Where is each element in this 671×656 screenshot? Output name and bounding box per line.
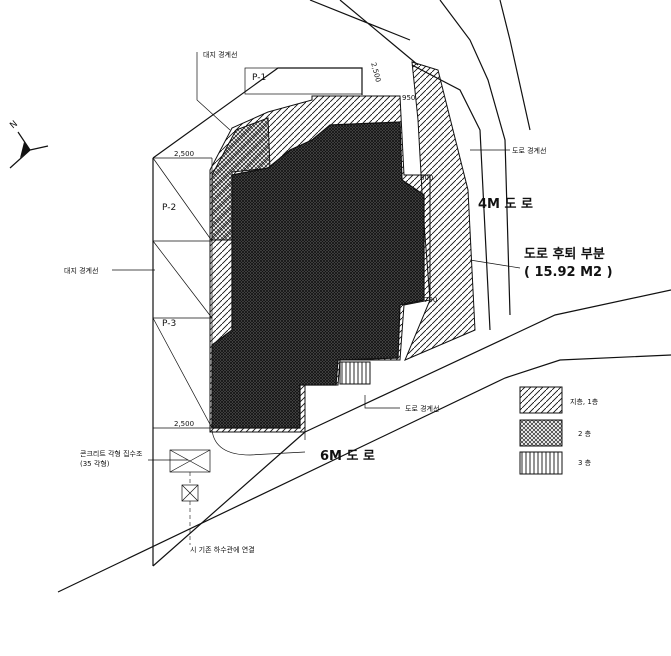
- road-6m-edge-upper: [304, 289, 671, 433]
- legend-swatch-2: [519, 419, 563, 447]
- north-label: N: [8, 119, 20, 131]
- catch-basin-size: (35 각형): [80, 460, 110, 468]
- dimension-bottom: 2,500: [174, 420, 194, 428]
- road-4m-edge-right: [439, 0, 511, 316]
- building-main-block: [211, 121, 425, 429]
- road-6m-edge-lower: [57, 354, 671, 593]
- sewer-connect-label: 시 기존 하수관에 연결: [190, 545, 255, 554]
- dimension-c: 790: [424, 296, 437, 304]
- road-boundary-label-bottom: 도로 경계선: [405, 404, 439, 413]
- legend: 지층, 1층 2 층 3 층: [519, 386, 599, 475]
- legend-swatch-1: [519, 386, 563, 414]
- dimension-a: 950: [402, 94, 415, 102]
- parking-label-2: P-2: [162, 203, 176, 213]
- legend-label-1: 지층, 1층: [570, 397, 599, 406]
- legend-label-2: 2 층: [578, 429, 592, 438]
- driveway-curve: [211, 429, 306, 456]
- road-4m-edge-far: [499, 0, 531, 131]
- road-6m-label: 6M 도 로: [320, 449, 375, 464]
- setback-area: ( 15.92 M2 ): [524, 265, 613, 280]
- north-arrow-icon: [9, 131, 49, 169]
- site-boundary-label-top: 대지 경계선: [203, 50, 237, 59]
- site-boundary-label-left: 대지 경계선: [64, 266, 98, 275]
- parking-label-3: P-3: [162, 319, 176, 329]
- road-4m-label: 4M 도 로: [478, 197, 533, 212]
- building-second-floor: [211, 117, 271, 241]
- building-third-floor: [339, 361, 371, 385]
- legend-swatch-3: [519, 451, 563, 475]
- legend-label-3: 3 층: [578, 458, 592, 467]
- site-boundary-upper: [309, 0, 419, 66]
- parking-slot-1: [244, 67, 363, 95]
- road-setback-area: [404, 61, 476, 361]
- dimension-b: 600: [420, 174, 433, 182]
- dimension-top: 2,500: [174, 150, 194, 158]
- road-boundary-label-right: 도로 경계선: [512, 146, 546, 155]
- setback-title: 도로 후퇴 부분: [524, 246, 605, 262]
- catch-basin-label: 콘크리트 각형 집수조: [80, 449, 143, 458]
- dimension-vertical: 2,500: [369, 62, 382, 83]
- parking-label-1: P-1: [252, 73, 266, 83]
